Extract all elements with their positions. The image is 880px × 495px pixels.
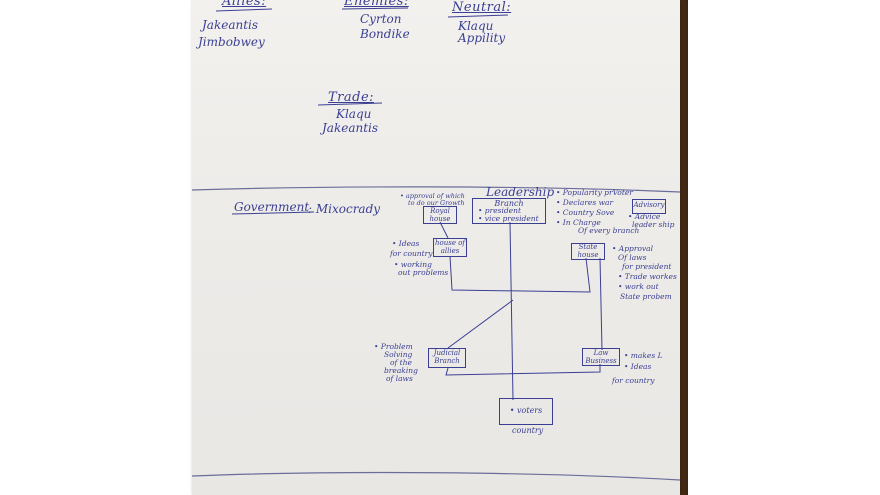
royal-house-box: Royal house (423, 206, 457, 224)
state-house-box: State house (571, 243, 605, 260)
note-right-1: • Popularity prVoter (556, 188, 633, 197)
note-state-1: • Approval (612, 244, 654, 253)
enemies-heading: Enemies: (344, 0, 409, 9)
note-right-3: • Country Sove (556, 208, 615, 217)
note-judicial-3: of the (390, 358, 412, 367)
leadership-box-label: Branch (494, 199, 524, 208)
royal-house-label: Royal house (429, 207, 451, 223)
house-of-allies-box: house of allies (433, 238, 467, 257)
leadership-title: Leadership (486, 185, 555, 199)
note-right-5: Of every branch (578, 226, 640, 235)
trade-item-1: Klaqu (336, 107, 372, 121)
advisory-label: Advisory (633, 201, 665, 209)
enemies-underline (341, 7, 409, 10)
note-law-3: for country (612, 376, 655, 385)
neutral-item-2: Appility (458, 31, 506, 45)
note-law-2: • Ideas (624, 362, 652, 371)
fold-line-top (191, 186, 681, 193)
note-law-1: • makes L (624, 351, 663, 360)
leadership-line-2: • vice president (478, 214, 539, 223)
allies-item-2: Jimbobwey (198, 35, 265, 49)
enemies-item-2: Bondike (360, 27, 410, 41)
neutral-heading: Neutral: (452, 0, 512, 15)
note-house-allies-2: for country (390, 249, 433, 258)
law-business-box: Law Business (582, 348, 620, 366)
note-judicial-2: Solving (384, 350, 413, 359)
enemies-item-1: Cyrton (360, 12, 402, 26)
advisory-box: Advisory (632, 199, 666, 214)
note-right-2: • Declares war (556, 198, 614, 207)
government-type: : Mixocrady (308, 202, 381, 216)
voters-label: • voters (509, 406, 543, 415)
note-house-allies-1: • Ideas (392, 239, 420, 248)
note-judicial-4: breaking (384, 366, 418, 375)
note-state-6: State probem (620, 292, 672, 301)
trade-heading: Trade: (328, 90, 375, 105)
neutral-item-1: Klaqu (458, 19, 494, 33)
leadership-box: Branch (472, 198, 546, 224)
note-house-allies-4: out problems (398, 268, 449, 277)
government-label: Government (234, 200, 310, 214)
voters-caption: country (512, 426, 544, 435)
neutral-underline (447, 14, 509, 18)
note-state-5: • work out (618, 282, 659, 291)
note-left-top-2: to do our Growth (408, 199, 465, 207)
allies-heading: Allies: (222, 0, 267, 9)
note-left-top-1: • approval of which (400, 192, 465, 200)
note-right-4: • In Charge (556, 218, 601, 227)
note-advisory-1: • Advice (628, 212, 661, 221)
leadership-line-1: • president (478, 206, 521, 215)
judicial-branch-box: Judicial Branch (428, 348, 466, 368)
voters-box: • voters (499, 398, 553, 425)
note-judicial-5: of laws (386, 374, 413, 383)
note-state-3: for president (622, 262, 672, 271)
allies-item-1: Jakeantis (202, 18, 259, 32)
allies-underline (215, 8, 273, 12)
trade-item-2: Jakeantis (322, 121, 379, 135)
note-advisory-2: leader ship (632, 220, 675, 229)
state-house-label: State house (577, 243, 599, 259)
judicial-branch-label: Judicial Branch (433, 349, 461, 365)
trade-underline (317, 102, 383, 106)
note-state-4: • Trade workes (618, 272, 677, 281)
note-judicial-1: • Problem (374, 342, 413, 351)
fold-line-bottom (191, 471, 681, 481)
note-house-allies-3: • working (394, 260, 432, 269)
paper-sheet (192, 0, 680, 495)
law-business-label: Law Business (585, 349, 617, 365)
government-underline (231, 211, 315, 215)
house-of-allies-label: house of allies (435, 239, 465, 255)
note-state-2: Of laws (618, 253, 647, 262)
